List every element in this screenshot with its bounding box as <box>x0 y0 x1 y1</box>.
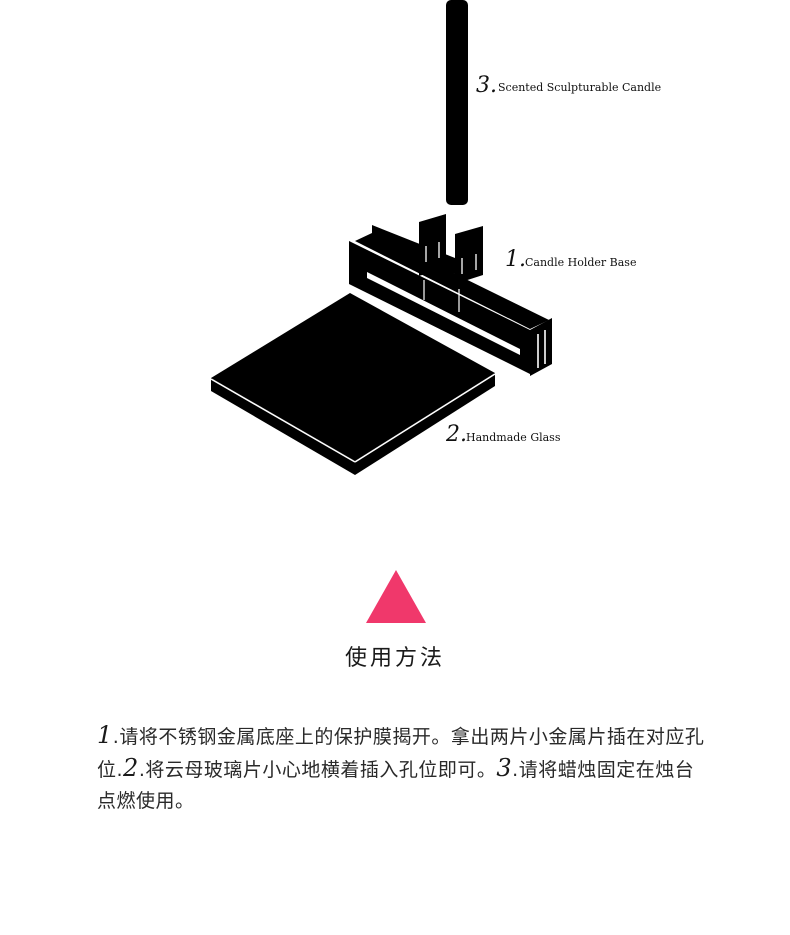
step-3-text: .请将蜡烛固定在烛台点燃使用。 <box>97 759 695 812</box>
candle-shape <box>446 0 468 205</box>
glass-label-number: 2. <box>445 422 467 447</box>
step-2-number: 2 <box>123 754 139 782</box>
section-marker-triangle-icon <box>366 570 426 623</box>
step-1-text: .请将不锈钢金属底座上的保护膜揭开。拿出两片小金属片插在对应孔位. <box>97 726 705 781</box>
glass-label: Handmade Glass <box>466 431 561 444</box>
candle-label-number: 3. <box>476 73 497 98</box>
step-1-number: 1 <box>97 721 113 749</box>
usage-instructions: 1.请将不锈钢金属底座上的保护膜揭开。拿出两片小金属片插在对应孔位.2.将云母玻… <box>97 720 707 817</box>
handmade-glass-shape <box>210 293 496 475</box>
section-title: 使用方法 <box>344 646 445 671</box>
candle-label: Scented Sculpturable Candle <box>498 81 661 94</box>
step-2-text: .将云母玻璃片小心地横着插入孔位即可。 <box>138 759 497 781</box>
holder-base-label: Candle Holder Base <box>525 256 636 269</box>
exploded-product-diagram: 3. Scented Sculpturable Candle 1. Candle… <box>210 0 661 475</box>
candle-holder-base-shape <box>349 214 552 376</box>
holder-base-label-number: 1. <box>505 247 526 272</box>
step-3-number: 3 <box>496 754 513 782</box>
